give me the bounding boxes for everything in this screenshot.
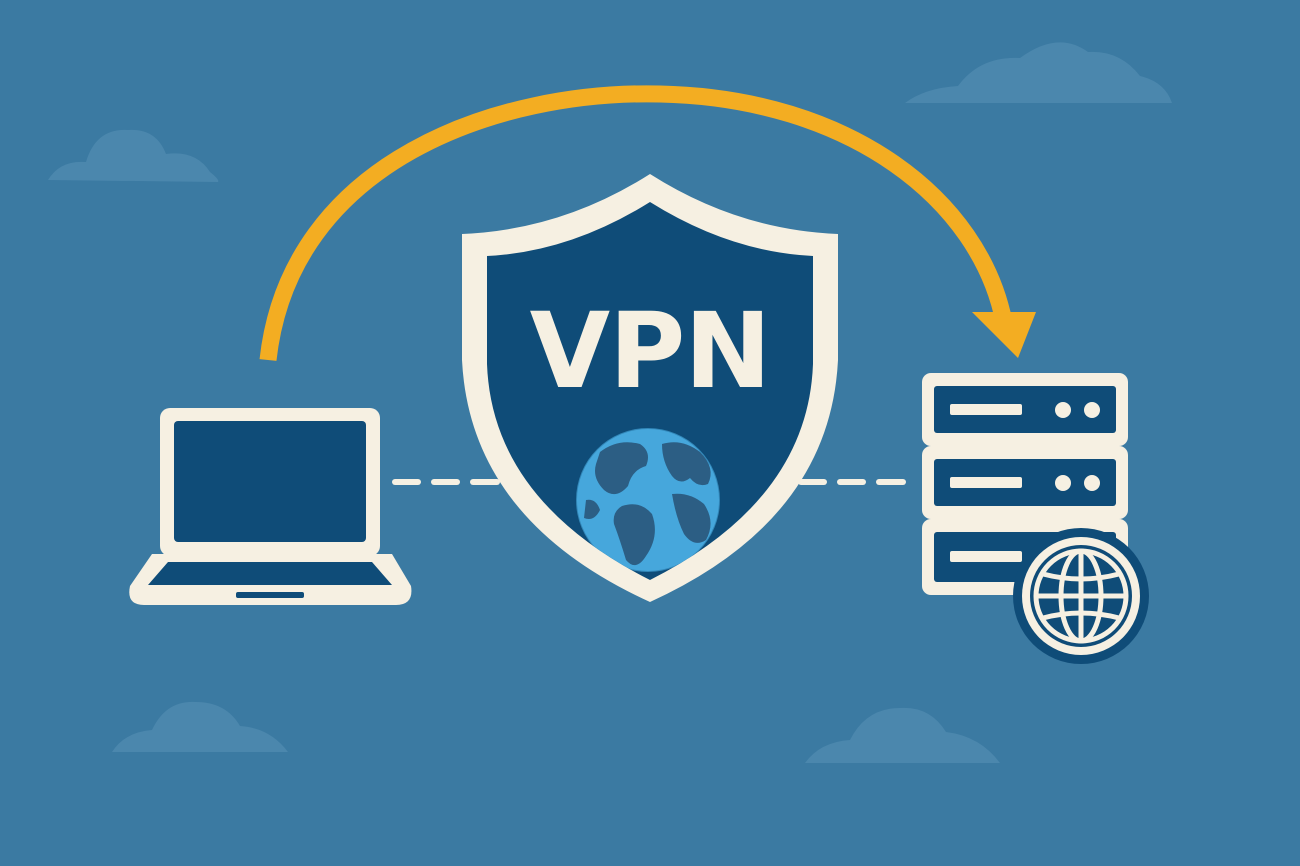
globe-continents xyxy=(584,442,711,566)
server-led xyxy=(1084,475,1100,491)
server-led xyxy=(1055,475,1071,491)
shield-inner xyxy=(487,202,813,580)
cloud-icon xyxy=(48,129,219,182)
shield-label: VPN xyxy=(530,290,771,412)
server-drive-slot xyxy=(950,551,1022,562)
laptop-screen xyxy=(174,421,366,542)
server-unit xyxy=(922,373,1128,446)
server-led xyxy=(1055,402,1071,418)
server-unit xyxy=(922,446,1128,519)
curved-arrow xyxy=(259,85,1036,361)
arrow-head xyxy=(972,312,1036,358)
background-clouds xyxy=(48,42,1172,763)
shield-icon: VPN xyxy=(462,174,838,602)
earth-globe-icon xyxy=(575,427,721,573)
server-rack-icon xyxy=(922,373,1149,664)
cloud-icon xyxy=(805,707,1000,763)
server-led xyxy=(1084,402,1100,418)
server-drive-slot xyxy=(950,404,1022,415)
cloud-icon xyxy=(905,42,1172,103)
arrow-arc xyxy=(259,85,1013,361)
laptop-keyboard xyxy=(148,562,392,585)
laptop-trackpad xyxy=(236,592,304,598)
server-drive-slot xyxy=(950,477,1022,488)
cloud-icon xyxy=(112,701,288,752)
web-globe-icon xyxy=(1013,528,1149,664)
laptop-icon xyxy=(129,408,412,605)
